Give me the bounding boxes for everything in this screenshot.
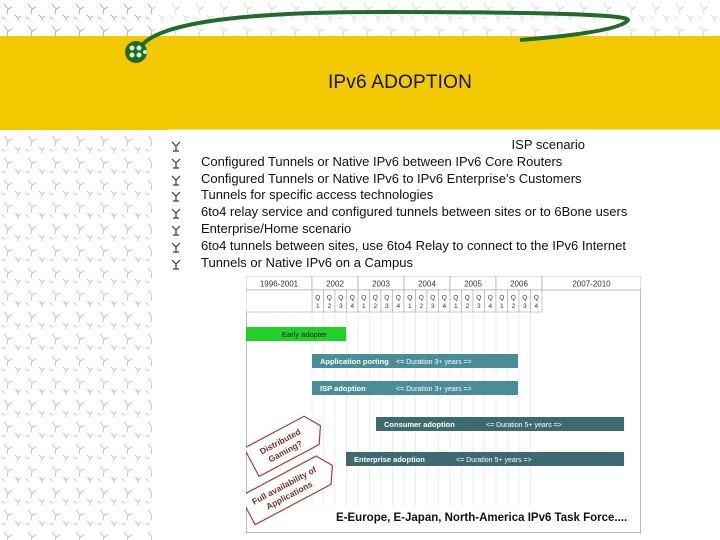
bullet-text: Tunnels for specific access technologies — [201, 187, 434, 203]
year-label: 1996-2001 — [260, 280, 299, 289]
timeline-bar — [312, 381, 518, 395]
year-label: 2007-2010 — [572, 280, 611, 289]
quarter-prefix: Q — [338, 295, 343, 302]
bullet-icon — [171, 225, 181, 236]
year-header-cell — [541, 276, 641, 291]
quarter-prefix: Q — [419, 295, 424, 302]
year-label: 2003 — [372, 280, 390, 289]
year-label: 2006 — [510, 280, 528, 289]
quarter-prefix: Q — [407, 295, 412, 302]
quarter-prefix: Q — [453, 295, 458, 302]
bullet-text: Configured Tunnels or Native IPv6 to IPv… — [201, 170, 582, 186]
quarter-prefix: Q — [373, 295, 378, 302]
quarter-number: 3 — [477, 303, 481, 310]
quarter-number: 2 — [419, 303, 423, 310]
bullet-item: Configured Tunnels or Native IPv6 to IPv… — [170, 171, 710, 188]
slide-title: IPv6 ADOPTION — [327, 72, 473, 93]
title-band — [0, 36, 720, 130]
quarter-prefix: Q — [327, 295, 332, 302]
bullet-item: Tunnels for specific access technologies — [170, 187, 710, 204]
bar-label: Consumer adoption — [384, 420, 455, 429]
bullet-text: Tunnels or Native IPv6 on a Campus — [201, 254, 413, 270]
quarter-prefix: Q — [488, 295, 493, 302]
quarter-prefix: Q — [384, 295, 389, 302]
bullet-item: Configured Tunnels or Native IPv6 betwee… — [170, 154, 710, 171]
bar-duration: <= Duration 5+ years => — [486, 422, 562, 429]
quarter-prefix: Q — [522, 295, 527, 302]
bar-duration: <= Duration 5+ years => — [456, 457, 532, 464]
bar-duration: <= Duration 3+ years => — [396, 386, 472, 393]
year-label: 2004 — [418, 280, 436, 289]
bullet-text: Configured Tunnels or Native IPv6 betwee… — [201, 153, 563, 169]
quarter-number: 4 — [534, 303, 538, 310]
quarter-number: 2 — [327, 303, 331, 310]
quarter-number: 1 — [500, 303, 504, 310]
bar-label: Enterprise adoption — [354, 455, 425, 464]
bar-label: Early adopter — [282, 330, 327, 339]
bullet-text: ISP scenario — [511, 137, 585, 152]
bullet-item: Tunnels or Native IPv6 on a Campus — [170, 255, 710, 272]
quarter-prefix: Q — [499, 295, 504, 302]
quarter-prefix: Q — [315, 295, 320, 302]
quarter-prefix: Q — [361, 295, 366, 302]
bar-duration: <= Duration 3+ years => — [396, 359, 472, 366]
timeline-bar — [346, 452, 624, 466]
quarter-number: 2 — [373, 303, 377, 310]
bar-label: Application porting — [320, 357, 389, 366]
bullet-item: Enterprise/Home scenario — [170, 221, 710, 238]
timeline-bar — [246, 327, 346, 341]
quarter-prefix: Q — [511, 295, 516, 302]
globe-icon — [125, 41, 147, 63]
bullet-icon — [171, 208, 181, 219]
year-label: 2002 — [326, 280, 344, 289]
quarter-number: 3 — [385, 303, 389, 310]
bullet-text: 6to4 tunnels between sites, use 6to4 Rel… — [201, 237, 626, 253]
bullet-icon — [171, 141, 181, 152]
quarter-prefix: Q — [442, 295, 447, 302]
bullet-item: 6to4 tunnels between sites, use 6to4 Rel… — [170, 238, 710, 255]
quarter-prefix: Q — [476, 295, 481, 302]
quarter-prefix: Q — [534, 295, 539, 302]
quarter-number: 2 — [465, 303, 469, 310]
quarter-number: 1 — [316, 303, 320, 310]
bar-label: ISP adoption — [320, 384, 366, 393]
quarter-number: 4 — [350, 303, 354, 310]
quarter-prefix: Q — [465, 295, 470, 302]
figure-caption: E-Europe, E-Japan, North-America IPv6 Ta… — [336, 512, 628, 524]
quarter-prefix: Q — [396, 295, 401, 302]
bullet-text: 6to4 relay service and configured tunnel… — [201, 204, 628, 220]
timeline-bar — [312, 354, 518, 368]
bullet-icon — [171, 175, 181, 186]
quarter-number: 4 — [488, 303, 492, 310]
quarter-prefix: Q — [350, 295, 355, 302]
year-label: 2005 — [464, 280, 482, 289]
quarter-number: 4 — [396, 303, 400, 310]
bullet-icon — [171, 191, 181, 202]
bullet-item: ISP scenario — [170, 137, 710, 154]
quarter-number: 3 — [431, 303, 435, 310]
quarter-number: 2 — [511, 303, 515, 310]
timeline-bar — [376, 417, 624, 431]
header-spacer — [246, 289, 313, 313]
quarter-number: 3 — [339, 303, 343, 310]
quarter-number: 1 — [362, 303, 366, 310]
bullet-text: Enterprise/Home scenario — [201, 220, 352, 236]
bullet-icon — [171, 242, 181, 253]
quarter-prefix: Q — [430, 295, 435, 302]
quarter-number: 4 — [442, 303, 446, 310]
quarter-number: 3 — [523, 303, 527, 310]
quarter-cell — [530, 289, 543, 313]
bullet-item: 6to4 relay service and configured tunnel… — [170, 204, 710, 221]
quarter-number: 1 — [454, 303, 458, 310]
quarter-number: 1 — [408, 303, 412, 310]
bullet-icon — [171, 259, 181, 270]
bullet-icon — [171, 158, 181, 169]
